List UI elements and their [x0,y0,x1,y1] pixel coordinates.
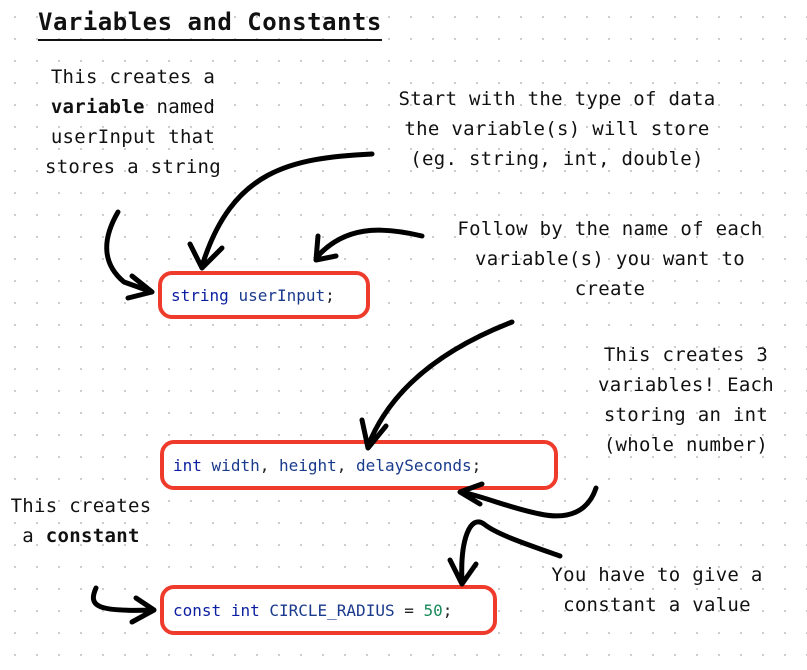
code-identifier: delaySeconds [356,455,472,475]
note-line-rest: named [144,96,216,118]
note-line: constant a value [563,594,751,616]
arrow-to-identifier [313,227,425,263]
page-title: Variables and Constants [38,8,382,41]
note-line: the variable(s) will store [404,118,710,140]
arrow-to-string-box [104,209,155,301]
note-line: variables! Each [597,374,775,396]
arrow-to-const-value [447,519,563,587]
code-identifier: userInput [238,285,326,305]
note-name-of-each: Follow by the name of each variable(s) y… [440,214,780,304]
code-number: 50 [423,600,443,620]
code-assign: = [394,600,424,620]
note-line: (whole number) [603,434,769,456]
note-line: Follow by the name of each [457,218,763,240]
note-line: variable(s) you want to [475,248,745,270]
note-line: This creates 3 [603,344,769,366]
note-creates-constant: This creates a constant [6,491,156,551]
note-three-variables: This creates 3 variables! Each storing a… [588,340,784,460]
arrow-to-ints-box [359,319,515,451]
emphasis-variable: variable [50,96,145,118]
note-line-pre: a [22,525,46,547]
code-identifier: width [211,455,260,475]
note-line: This creates a [50,66,216,88]
code-const-keyword: const [173,600,222,620]
note-line: (eg. string, int, double) [410,148,704,170]
code-box-string: string userInput; [158,271,370,319]
arrow-to-const-box [90,585,157,625]
code-separator: , [259,455,279,475]
code-type-keyword: int [230,600,260,620]
code-semicolon: ; [442,600,453,620]
code-identifier: height [278,455,337,475]
note-line: Start with the type of data [398,88,716,110]
code-separator: , [336,455,357,475]
note-give-value: You have to give a constant a value [532,560,782,620]
code-type-keyword: string [171,285,229,305]
note-line: stores a string [44,156,222,178]
note-creates-variable: This creates a variable named userInput … [38,62,228,182]
arrow-to-type [187,151,375,271]
note-line: You have to give a [551,564,763,586]
note-line: a constant [6,521,156,551]
code-type-keyword: int [173,455,202,475]
code-box-ints: int width, height, delaySeconds; [160,440,558,490]
code-identifier: CIRCLE_RADIUS [269,600,395,620]
note-line: This creates [10,495,152,517]
code-semicolon: ; [325,285,335,305]
code-box-const: const int CIRCLE_RADIUS = 50; [160,585,497,635]
note-line: storing an int [603,404,769,426]
note-line: userInput that [50,126,216,148]
note-line: variable named [38,92,228,122]
code-semicolon: ; [471,455,482,475]
emphasis-constant: constant [45,525,140,547]
note-type-of-data: Start with the type of data the variable… [382,84,732,174]
note-line: create [574,278,646,300]
arrow-from-whole-number [457,481,599,519]
